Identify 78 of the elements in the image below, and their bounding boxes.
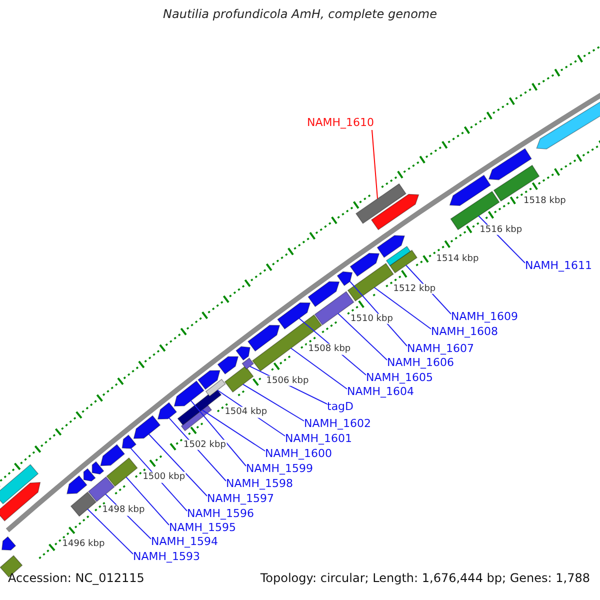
gene-block [336,271,353,286]
gene-label: NAMH_1598 [226,478,294,491]
gene-bar [0,464,39,504]
gene-block [1,536,16,550]
scale-label: 1508 kbp [307,344,352,355]
leader-line [190,400,246,466]
gene-block [174,380,204,407]
gene-bar [70,492,97,517]
scale-label: 1496 kbp [61,538,106,550]
gene-label: NAMH_1593 [133,551,200,564]
gene-label: NAMH_1604 [347,386,414,399]
leader-line [290,348,348,390]
scale-label: 1510 kbp [350,314,394,324]
gene-label: NAMH_1609 [451,311,518,324]
scale-label: 1502 kbp [182,439,227,450]
gene-bar [224,366,254,393]
title: Nautilia profundicola AmH, complete genome [162,8,438,22]
scale-label: 1500 kbp [142,472,186,482]
scale-label: 1516 kbp [478,224,524,236]
leader-line [148,434,208,496]
gene-label: NAMH_1610 [307,117,374,130]
gene-block [133,415,161,439]
leader-line [242,384,304,422]
gene-bar [450,190,500,230]
leader-line [374,287,432,330]
scale-label: 1504 kbp [224,407,268,418]
gene-block [449,174,492,206]
gene-block [488,148,532,180]
gene-block [376,235,406,258]
gene-bar [389,250,418,274]
gene-label: tagD [327,401,354,414]
gene-label: NAMH_1596 [187,508,254,521]
gene-label: NAMH_1606 [387,357,454,370]
gene-label: NAMH_1601 [285,433,352,446]
genome-info: Topology: circular; Length: 1,676,444 bp; Genes: 1,788 [260,572,590,586]
gene-block [350,252,380,277]
gene-block [370,194,420,230]
leader-line [372,130,378,200]
gene-bar [347,262,394,302]
gene-label: NAMH_1594 [151,536,218,549]
scale-label: 1498 kbp [101,505,146,516]
gene-bar [205,378,226,397]
gene-block [157,402,178,420]
gene-bar [242,358,254,370]
gene-block [217,356,239,375]
gene-label: NAMH_1600 [265,448,332,461]
gene-bar [106,457,138,487]
gene-block [236,346,250,361]
gene-block [83,468,96,482]
leader-line [201,409,266,452]
scale-label: 1512 kbp [392,283,437,294]
scale-label: 1518 kbp [522,196,567,206]
gene-block [100,444,126,466]
leader-line [349,281,408,346]
gene-block [308,281,340,308]
gene-label: NAMH_1608 [431,326,498,339]
gene-block [198,370,220,390]
gene-label: NAMH_1597 [207,493,274,506]
gene-label: NAMH_1605 [366,372,434,385]
gene-label: NAMH_1611 [525,260,592,273]
leader-line [87,508,134,554]
leader-line [338,312,388,360]
gene-block [277,302,311,330]
leader-line [126,476,170,526]
gene-bar [88,476,115,502]
scale-label: 1506 kbp [265,375,310,386]
gene-bar [386,246,411,266]
gene-label: NAMH_1599 [246,463,314,476]
gene-block [122,434,137,449]
gene-block [66,475,88,494]
gene-block [0,482,41,522]
gene-block [247,324,280,352]
gene-label: NAMH_1607 [407,343,474,356]
gene-bar [355,183,406,224]
gene-label: NAMH_1602 [304,418,372,431]
gene-label: NAMH_1595 [169,522,236,535]
accession-note: Accession: NC_012115 [8,572,144,586]
scale-label: 1514 kbp [435,254,480,264]
